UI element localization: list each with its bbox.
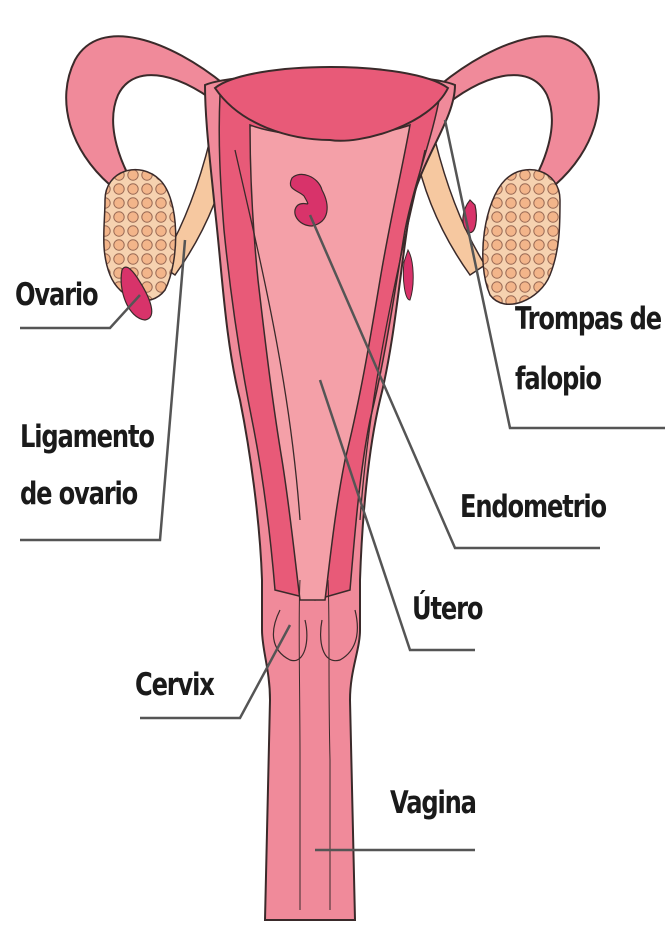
label-trompas-line2: falopio bbox=[515, 362, 601, 397]
label-trompas-line1: Trompas de bbox=[515, 302, 661, 337]
label-endometrio: Endometrio bbox=[460, 490, 606, 525]
endometrium-spot-right bbox=[403, 250, 413, 300]
right-ovary-mesh bbox=[483, 170, 560, 305]
label-vagina: Vagina bbox=[390, 786, 476, 821]
label-ligamento-line2: de ovario bbox=[20, 477, 137, 512]
label-cervix: Cervix bbox=[135, 668, 214, 703]
label-ovario: Ovario bbox=[15, 278, 97, 313]
label-ligamento-line1: Ligamento bbox=[20, 420, 154, 455]
label-utero: Útero bbox=[412, 592, 482, 627]
